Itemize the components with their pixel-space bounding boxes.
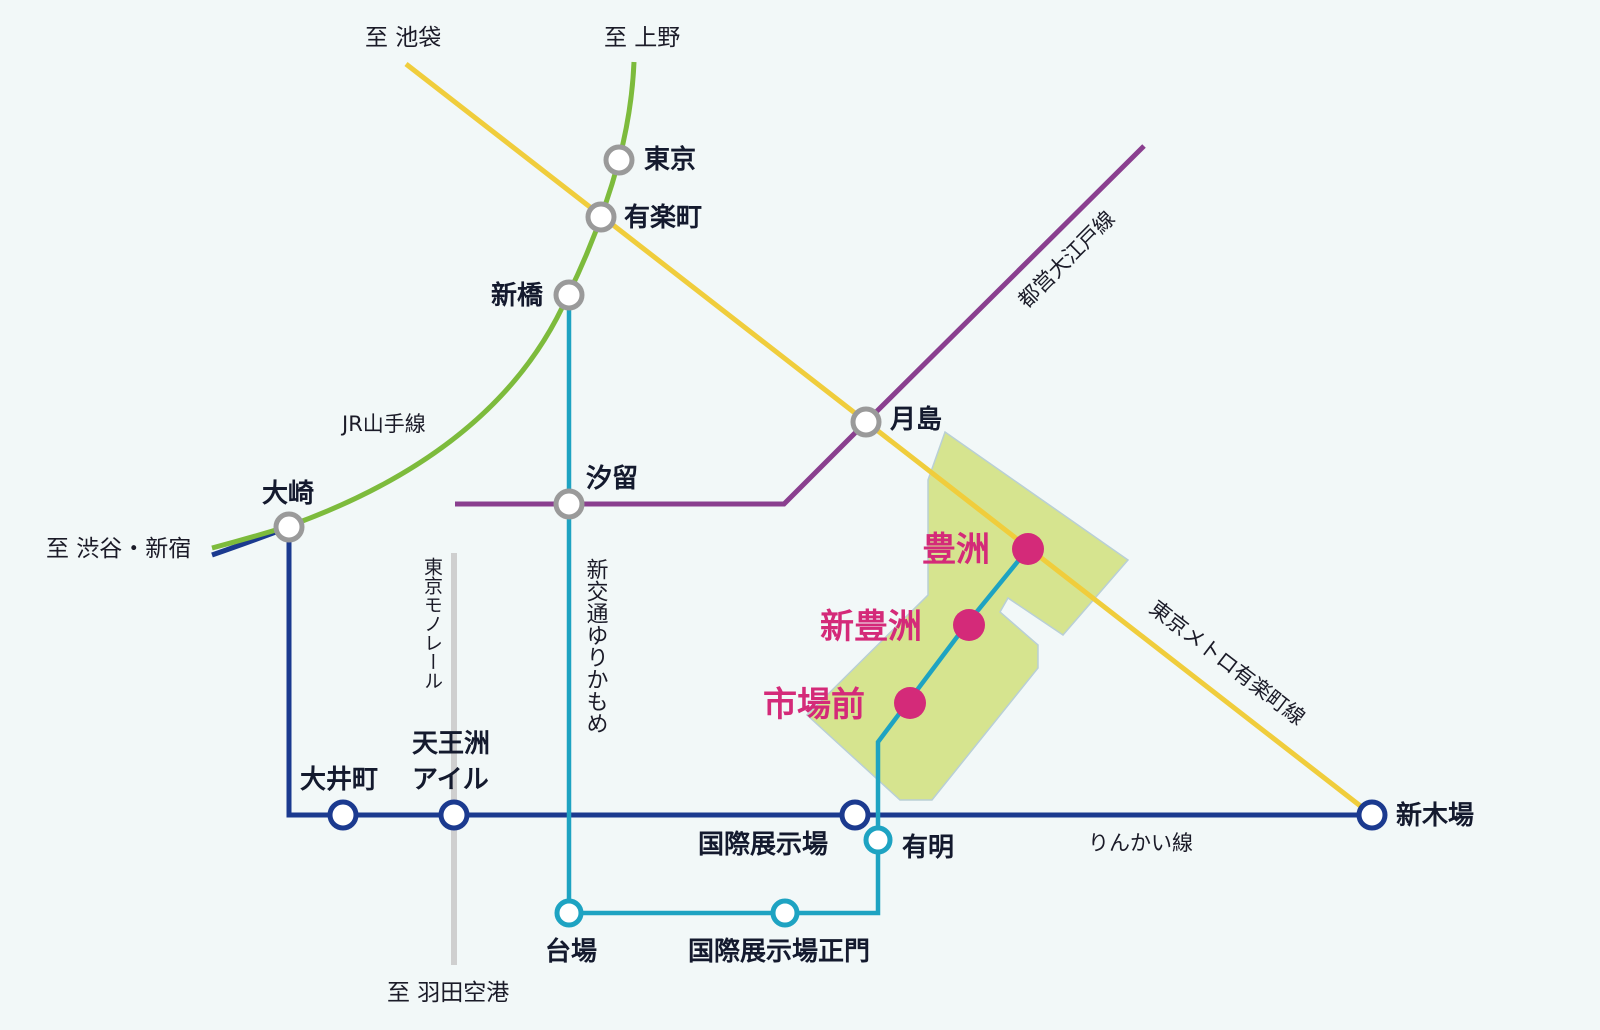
dest-ueno-label: 至 上野: [604, 25, 680, 51]
station-tennozu-isle-marker[interactable]: [438, 799, 470, 831]
station-shiodome-marker[interactable]: [553, 488, 585, 520]
station-shin-toyosu-marker[interactable]: [953, 609, 985, 641]
dest-haneda-label: 至 羽田空港: [387, 980, 509, 1006]
station-toyosu-marker[interactable]: [1012, 533, 1044, 565]
station-daiba-marker[interactable]: [554, 898, 584, 928]
line-label-rinkai: りんかい線: [1088, 831, 1193, 855]
line-label-jr-yamanote: JR山手線: [340, 412, 426, 436]
station-oimachi-label: 大井町: [300, 765, 378, 795]
station-ariake-label: 有明: [902, 833, 954, 863]
line-label-yurakucho: 東京メトロ有楽町線: [1145, 596, 1310, 730]
station-osaki-label: 大崎: [262, 479, 314, 509]
station-daiba-label: 台場: [545, 936, 597, 967]
station-shimbashi-label: 新橋: [491, 280, 544, 311]
station-shin-kiba-label: 新木場: [1396, 800, 1474, 831]
oedo-line: [455, 144, 1146, 507]
station-tennozu-isle-label-1: 天王洲: [412, 729, 490, 759]
dest-ikebukuro-label: 至 池袋: [365, 25, 441, 51]
station-yurakucho-marker[interactable]: [585, 201, 617, 233]
station-kokusai-tenjijo-seimon-label: 国際展示場正門: [688, 937, 870, 967]
line-label-yurikamome: 新交通ゆりかもめ: [583, 558, 609, 734]
station-shin-toyosu-label: 新豊洲: [820, 607, 922, 647]
station-tennozu-isle-label-2: アイル: [412, 765, 489, 795]
station-tsukishima-label: 月島: [889, 405, 942, 435]
station-shin-kiba-marker[interactable]: [1356, 799, 1388, 831]
station-shijo-mae-marker[interactable]: [894, 687, 926, 719]
line-label-monorail: 東京モノレール: [421, 557, 443, 690]
rinkai-line: [211, 523, 1372, 818]
station-shimbashi-marker[interactable]: [553, 279, 585, 311]
station-osaki-marker[interactable]: [273, 511, 305, 543]
station-tokyo-label: 東京: [644, 144, 696, 175]
station-shiodome-label: 汐留: [586, 463, 638, 494]
station-shijo-mae-label: 市場前: [763, 685, 865, 725]
station-yurakucho-label: 有楽町: [624, 203, 702, 233]
station-kokusai-tenjijo-seimon-marker[interactable]: [770, 898, 800, 928]
station-tokyo-marker[interactable]: [603, 144, 635, 176]
dest-shibuya-shinjuku-label: 至 渋谷・新宿: [46, 536, 191, 562]
station-kokusai-tenjijo-marker[interactable]: [839, 799, 871, 831]
station-oimachi-marker[interactable]: [327, 799, 359, 831]
station-ariake-marker[interactable]: [863, 825, 893, 855]
station-kokusai-tenjijo-label: 国際展示場: [698, 830, 828, 860]
station-toyosu-label: 豊洲: [922, 530, 990, 570]
yurakucho-line: [404, 62, 1374, 817]
station-tsukishima-marker[interactable]: [850, 406, 882, 438]
